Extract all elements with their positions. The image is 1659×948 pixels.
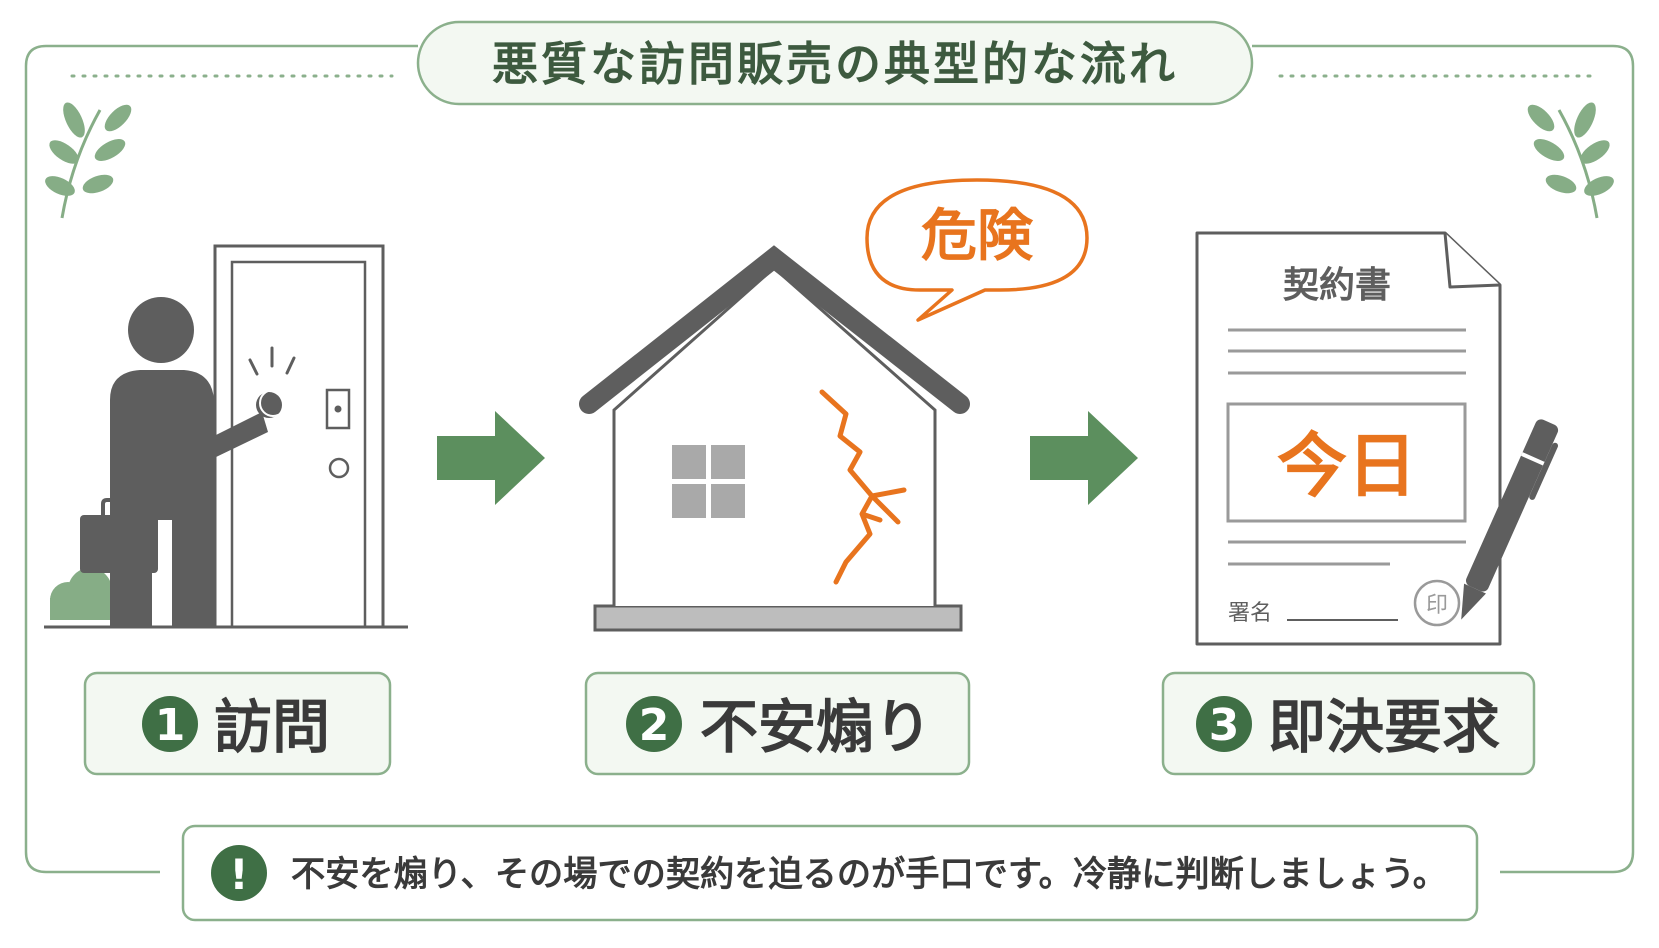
house-illustration: [579, 245, 970, 632]
seal-circle: [1413, 579, 1461, 627]
crack-icon: [819, 389, 907, 585]
leaf-decoration-right: [1527, 102, 1614, 219]
danger-speech-bubble: 危険: [865, 178, 1089, 322]
step-3-label: 即決要求: [1268, 693, 1500, 761]
seal-label: 印: [1426, 593, 1448, 618]
contract-heading: 契約書: [1283, 265, 1391, 306]
danger-label: 危険: [921, 204, 1034, 269]
page-title: 悪質な訪問販売の典型的な流れ: [492, 37, 1178, 91]
window-icon: [672, 445, 745, 518]
warning-bar: ! 不安を煽り、その場での契約を迫るのが手口です。冷静に判断しましょう。: [181, 824, 1479, 922]
step-1-number: 1: [155, 700, 186, 751]
contract-illustration: 契約書 今日 署名 印: [1195, 231, 1559, 646]
warning-text: 不安を煽り、その場での契約を迫るのが手口です。冷静に判断しましょう。: [291, 855, 1447, 895]
roof: [579, 245, 970, 414]
step-1-label: 訪問: [214, 693, 330, 761]
step-2-box: 2 不安煽り: [584, 671, 971, 776]
date-highlight-text: 今日: [1277, 425, 1417, 507]
pen-icon: [1461, 419, 1559, 620]
outer-frame: [24, 44, 1635, 874]
house-icon: [612, 265, 937, 606]
warning-icon-glyph: !: [229, 850, 248, 899]
visit-illustration: [44, 244, 408, 629]
page-fold: [1443, 232, 1501, 289]
step-2-number: 2: [639, 700, 670, 751]
date-highlight-box: [1226, 402, 1467, 523]
signature-label: 署名: [1228, 601, 1272, 626]
step-1-number-badge: [142, 696, 198, 752]
briefcase-icon: [80, 498, 158, 573]
warning-icon: [211, 845, 267, 901]
step-3-number-badge: [1196, 696, 1252, 752]
step-2-number-badge: [626, 696, 682, 752]
contract-text-lines: [1228, 328, 1466, 566]
leaf-decoration-left: [45, 102, 132, 219]
step-1-box: 1 訪問: [83, 671, 392, 776]
knock-lines: [248, 346, 296, 376]
step-3-box: 3 即決要求: [1161, 671, 1536, 776]
step-3-number: 3: [1209, 700, 1240, 751]
step-2-label: 不安煽り: [700, 693, 932, 761]
arrow-1-to-2: [437, 411, 545, 505]
title-pill: 悪質な訪問販売の典型的な流れ: [416, 20, 1254, 106]
arrow-2-to-3: [1030, 411, 1138, 505]
